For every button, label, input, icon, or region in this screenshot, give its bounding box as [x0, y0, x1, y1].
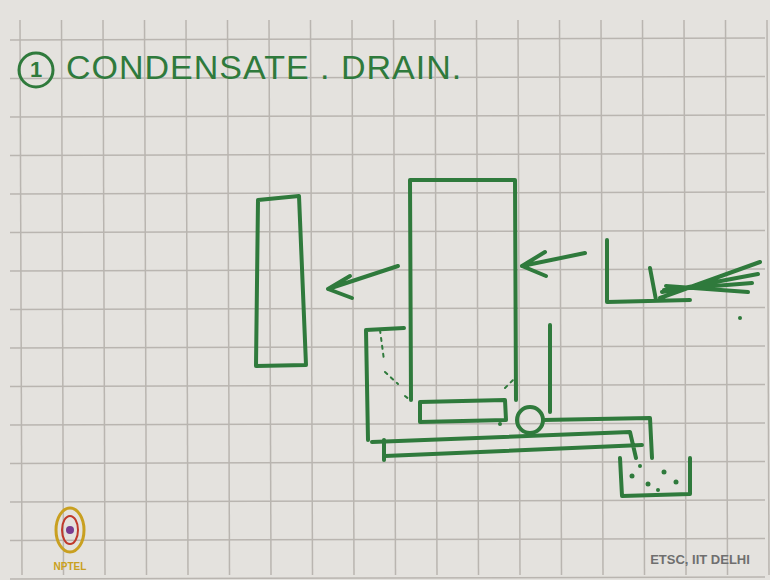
- downstream-box: [256, 196, 306, 366]
- callout-circle: [19, 53, 53, 87]
- flow-arrow: [328, 266, 398, 298]
- grid-line: [560, 20, 562, 575]
- condensate-drops: [380, 330, 515, 400]
- grid-line: [10, 462, 765, 464]
- grid-line: [767, 20, 769, 575]
- drain-pipe: [372, 418, 652, 458]
- grid-line: [601, 20, 603, 575]
- incoming-air-symbol: [607, 240, 760, 302]
- grid-line: [477, 20, 479, 575]
- grid-line: [269, 20, 271, 575]
- grid-line: [10, 346, 765, 348]
- grid-line: [10, 231, 765, 233]
- grid-line: [518, 20, 520, 575]
- flow-arrow: [522, 252, 585, 276]
- grid-line: [10, 38, 765, 40]
- grid-line: [145, 20, 147, 575]
- drain-pipe: [382, 440, 386, 460]
- grid-line: [186, 20, 188, 575]
- watermark: ETSC, IIT DELHI: [650, 552, 750, 567]
- drain-pump: [517, 407, 543, 433]
- drain-pan: [420, 400, 506, 422]
- grid-line: [10, 308, 765, 310]
- grid-line: [394, 20, 396, 575]
- grid-line: [10, 500, 765, 502]
- grid-line: [726, 20, 728, 575]
- drain-tank: [620, 458, 690, 496]
- grid-line: [435, 20, 437, 575]
- title: CONDENSATE . DRAIN.: [66, 48, 462, 87]
- grid-line: [10, 115, 765, 117]
- grid-line: [10, 577, 765, 579]
- callout-number: 1: [30, 57, 42, 83]
- grid-line: [10, 385, 765, 387]
- grid-line: [10, 539, 765, 541]
- grid-paper: [10, 20, 769, 579]
- grid-line: [20, 20, 22, 575]
- cooling-coil-box: [410, 180, 516, 400]
- grid-line: [62, 20, 64, 575]
- water-dots: [498, 316, 742, 492]
- grid-line: [311, 20, 313, 575]
- grid-line: [10, 192, 765, 194]
- grid-line: [684, 20, 686, 575]
- grid-line: [228, 20, 230, 575]
- logo-text: NPTEL: [54, 561, 87, 572]
- grid-line: [10, 154, 765, 156]
- grid-line: [643, 20, 645, 575]
- grid-line: [103, 20, 105, 575]
- nptel-logo: [56, 508, 84, 552]
- housing-wall: [548, 325, 552, 412]
